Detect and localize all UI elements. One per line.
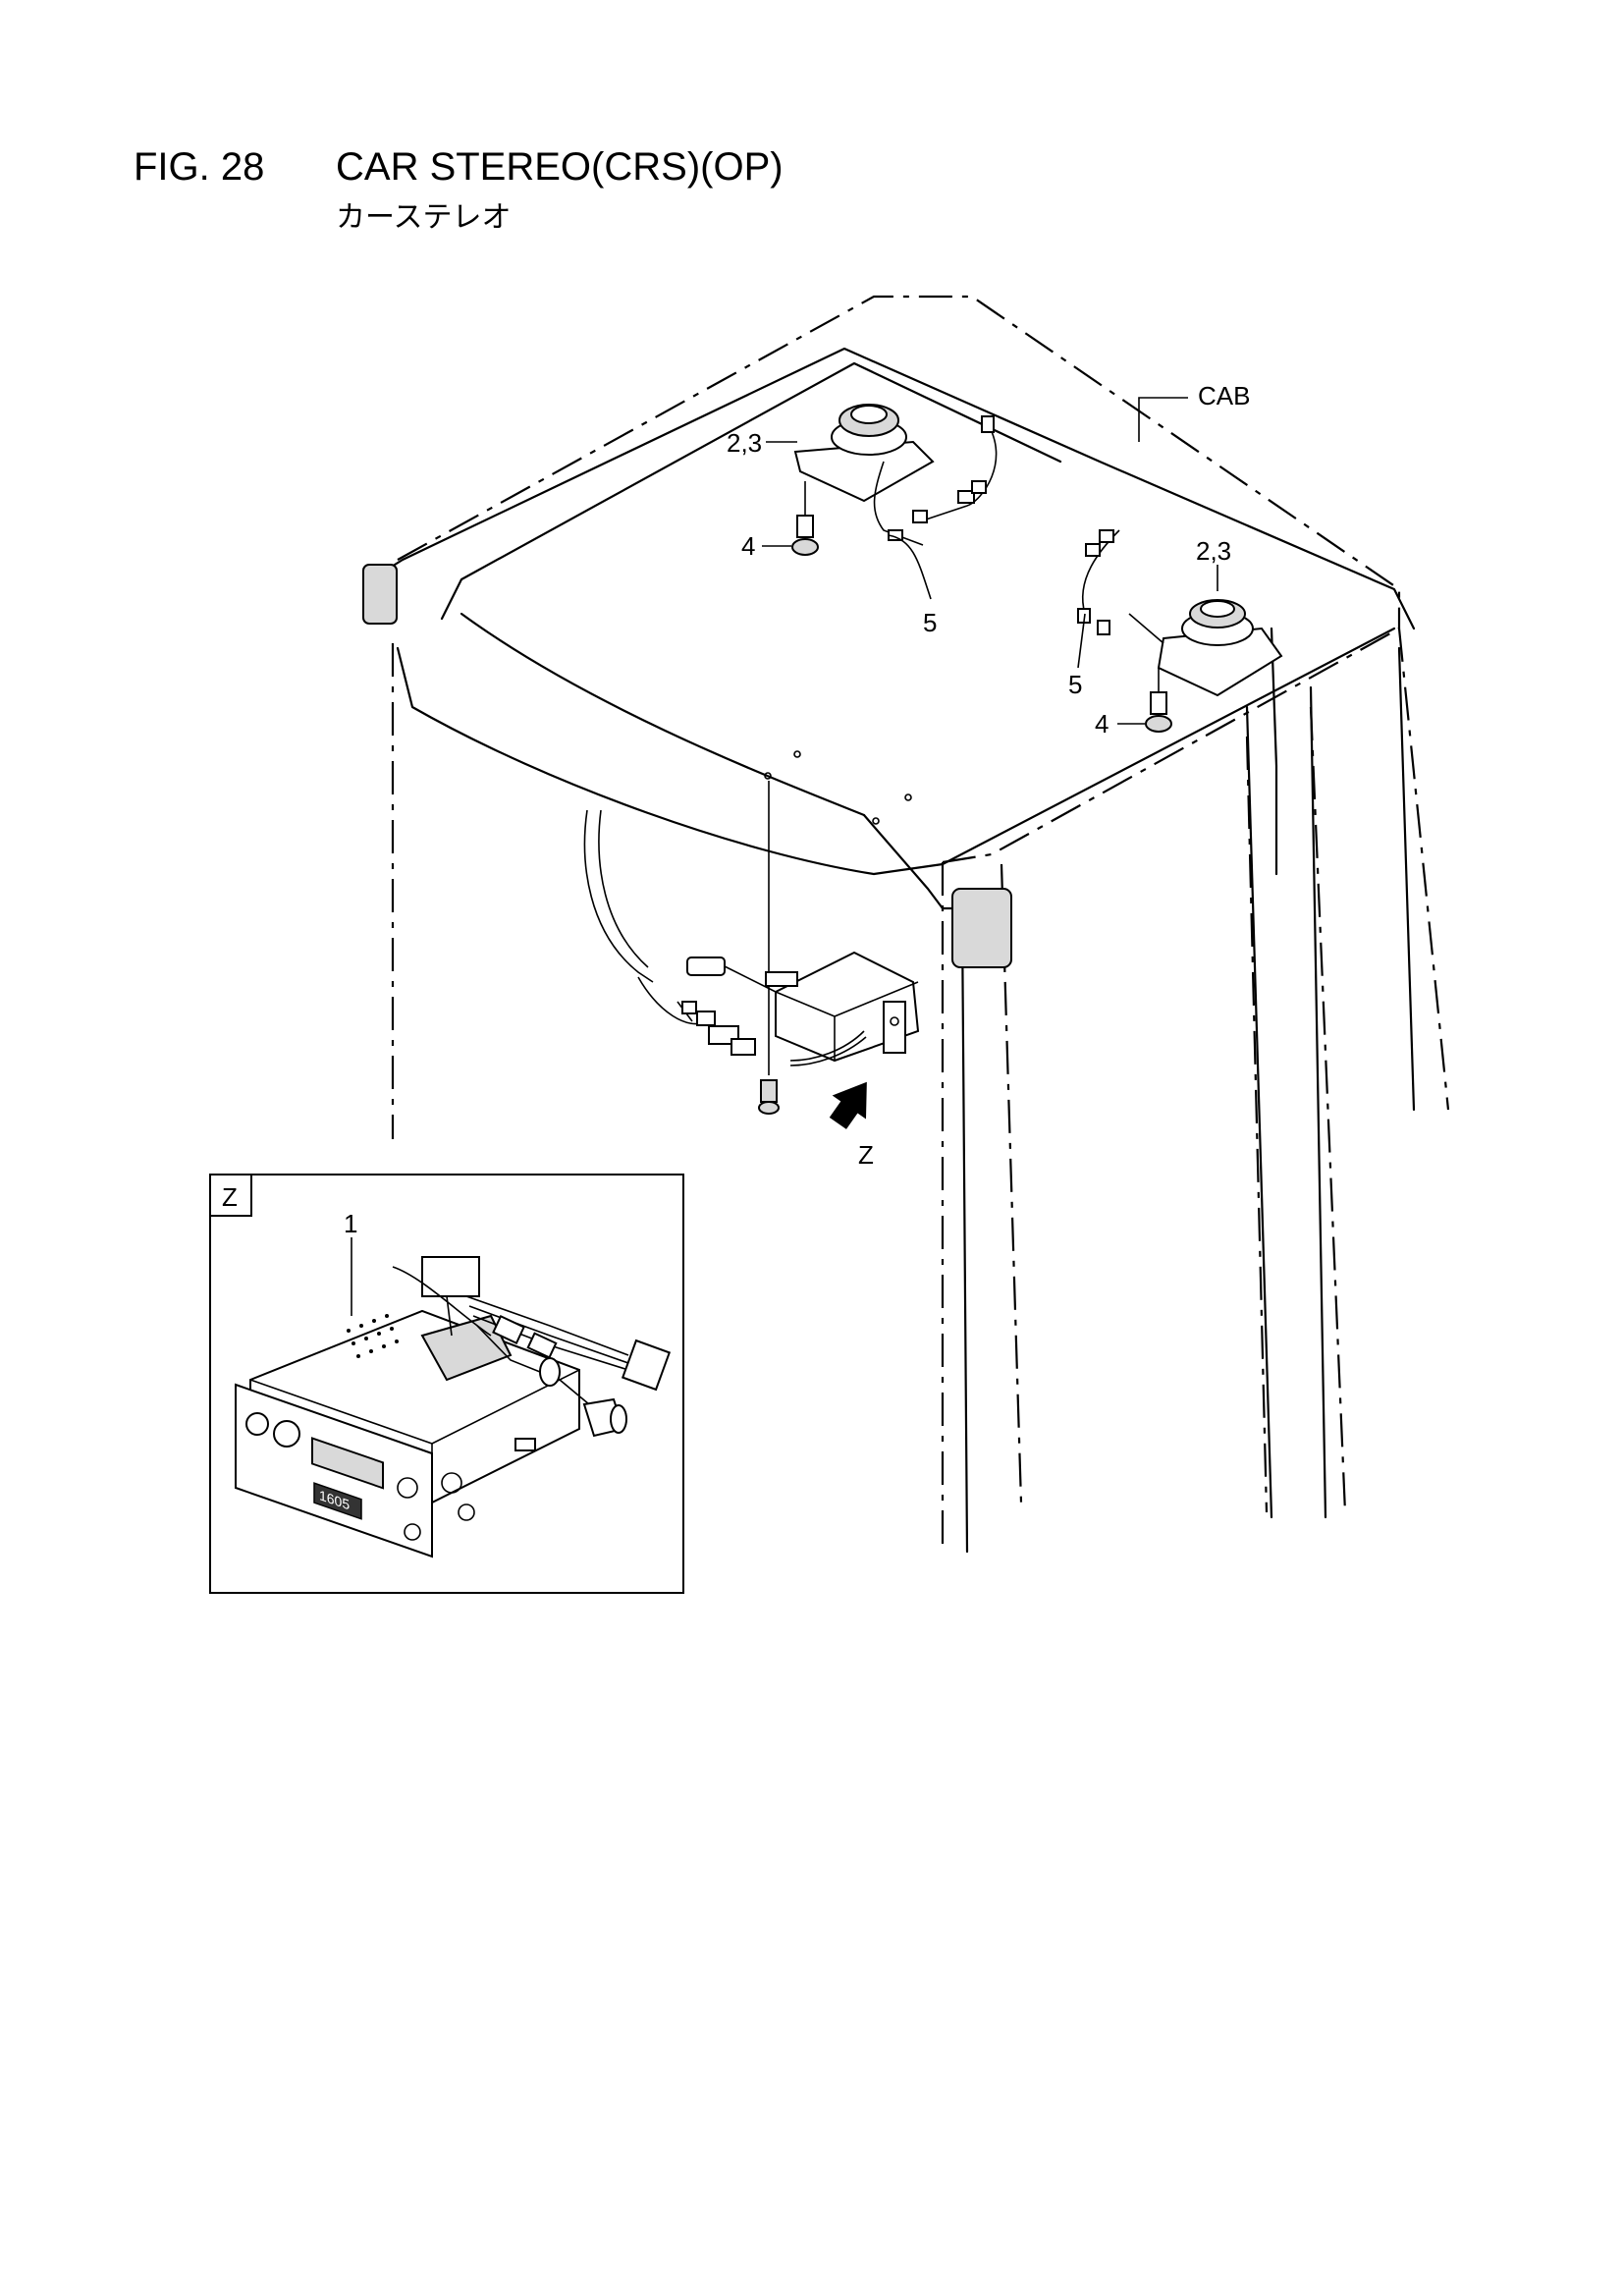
stereo-harness [392,1256,672,1438]
figure-title: CAR STEREO(CRS)(OP) [336,145,784,189]
cab-leader [1138,397,1188,442]
speaker-right [1128,599,1283,697]
stereo-unit: 1605 [235,1309,580,1558]
figure-subtitle: カーステレオ [336,200,512,235]
harness-right [1077,529,1120,669]
figure-number: FIG. 28 [134,145,265,189]
view-arrow-z-label: Z [858,1140,874,1170]
cab-outline [391,295,1450,1552]
detail-view-tag: Z [222,1182,238,1212]
screw-right [1145,668,1172,733]
screw-right-label: 4 [1095,709,1109,738]
harness-left-label: 5 [923,608,937,637]
speaker-right-label: 2,3 [1196,536,1231,566]
speaker-left-label: 2,3 [727,428,762,458]
view-arrow-z [829,1081,867,1129]
antenna-wiring [583,809,780,1115]
roof-frame [362,347,1416,1554]
cab-label: CAB [1198,381,1250,410]
screw-left [791,481,819,556]
speaker-left [793,404,935,546]
harness-right-label: 5 [1068,670,1082,699]
harness-left [888,415,998,600]
stereo-unit-label: 1 [344,1209,357,1238]
stereo-bracket [765,781,920,1075]
screw-left-label: 4 [741,531,755,561]
